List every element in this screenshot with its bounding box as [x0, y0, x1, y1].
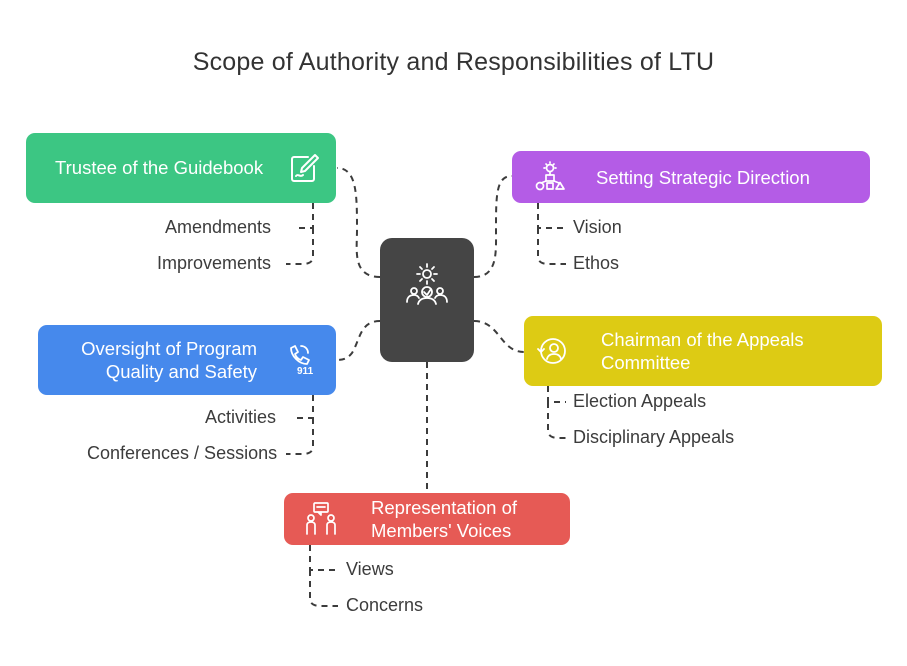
connector-conferences [286, 418, 314, 455]
connector-amendments [294, 203, 314, 229]
oversight-node: Oversight of Program Quality and Safety … [38, 325, 336, 395]
connector-improvements [286, 228, 314, 265]
people-speaking-icon [304, 502, 338, 541]
trustee-item-improvements: Improvements [157, 253, 272, 273]
strategic-item-ethos: Ethos [573, 253, 620, 273]
connector-oversight [336, 320, 381, 361]
representation-item-concerns: Concerns [346, 595, 424, 615]
strategic-node: Setting Strategic Direction [512, 151, 870, 203]
center-node [380, 238, 474, 362]
connector-disciplinary [547, 402, 566, 439]
oversight-item-activities: Activities [205, 407, 277, 427]
strategic-item-vision: Vision [573, 217, 622, 237]
chairman-label-line2: Committee [601, 352, 691, 373]
edit-note-icon [288, 152, 320, 189]
connector-views [309, 545, 338, 571]
connector-chairman [473, 320, 525, 353]
chairman-item-election: Election Appeals [573, 391, 707, 411]
connector-strategic [473, 175, 513, 278]
team-settings-icon [402, 260, 452, 315]
connector-ethos [537, 228, 566, 265]
chairman-label-line1: Chairman of the Appeals [601, 329, 804, 350]
trustee-label: Trustee of the Guidebook [55, 157, 264, 178]
chairman-item-disciplinary: Disciplinary Appeals [573, 427, 735, 447]
chairman-node: Chairman of the Appeals Committee [524, 316, 882, 386]
connector-election [547, 386, 566, 403]
connector-trustee [336, 167, 381, 278]
svg-text:911: 911 [297, 366, 314, 377]
representation-node: Representation of Members' Voices [284, 493, 570, 545]
strategy-idea-icon [534, 161, 566, 198]
strategic-label: Setting Strategic Direction [596, 167, 810, 188]
diagram-title: Scope of Authority and Responsibilities … [192, 48, 715, 76]
oversight-item-conferences: Conferences / Sessions [87, 443, 278, 463]
oversight-label-line1: Oversight of Program [81, 338, 257, 359]
oversight-label-line2: Quality and Safety [105, 361, 257, 382]
emergency-call-911-icon: 911 [285, 343, 321, 382]
trustee-item-amendments: Amendments [165, 217, 272, 237]
trustee-node: Trustee of the Guidebook [26, 133, 336, 203]
connector-vision [537, 203, 566, 229]
connector-concerns [309, 570, 338, 607]
representation-label-line1: Representation of [371, 497, 518, 518]
appeal-person-icon [536, 335, 568, 372]
connector-activities [294, 395, 314, 419]
representation-label-line2: Members' Voices [371, 520, 512, 541]
representation-item-views: Views [346, 559, 394, 579]
